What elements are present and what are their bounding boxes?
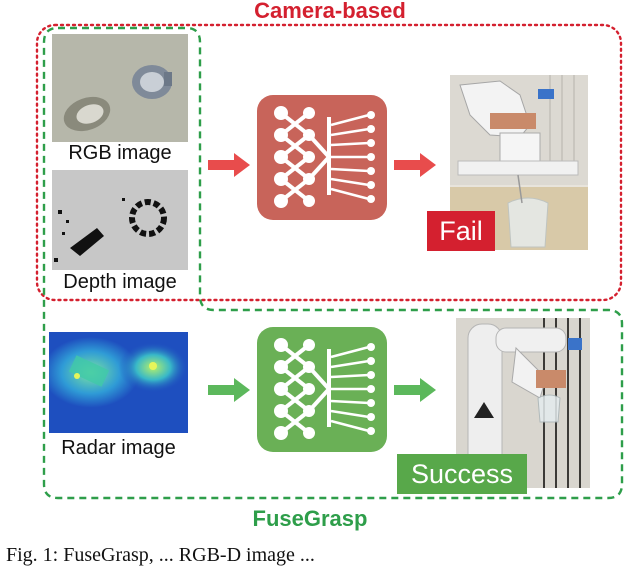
fail-badge: Fail [427,211,495,251]
radar-image-label: Radar image [61,437,176,459]
rgb-image-label: RGB image [68,142,172,164]
fusegrasp-group-border [42,26,624,500]
arrow-right-icon [208,378,250,402]
arrow-right-icon [394,378,436,402]
neural-network-icon [257,95,387,220]
fusegrasp-title: FuseGrasp [252,506,368,531]
rgb-image [52,34,188,142]
arrow-right-icon [208,153,250,177]
success-badge: Success [397,454,527,494]
arrow-right-icon [394,153,436,177]
depth-image [52,170,188,270]
camera-group-border [35,23,623,302]
camera-based-title: Camera-based [254,0,406,23]
radar-image [49,332,188,433]
depth-image-label: Depth image [63,271,177,293]
neural-network-icon [257,327,387,452]
